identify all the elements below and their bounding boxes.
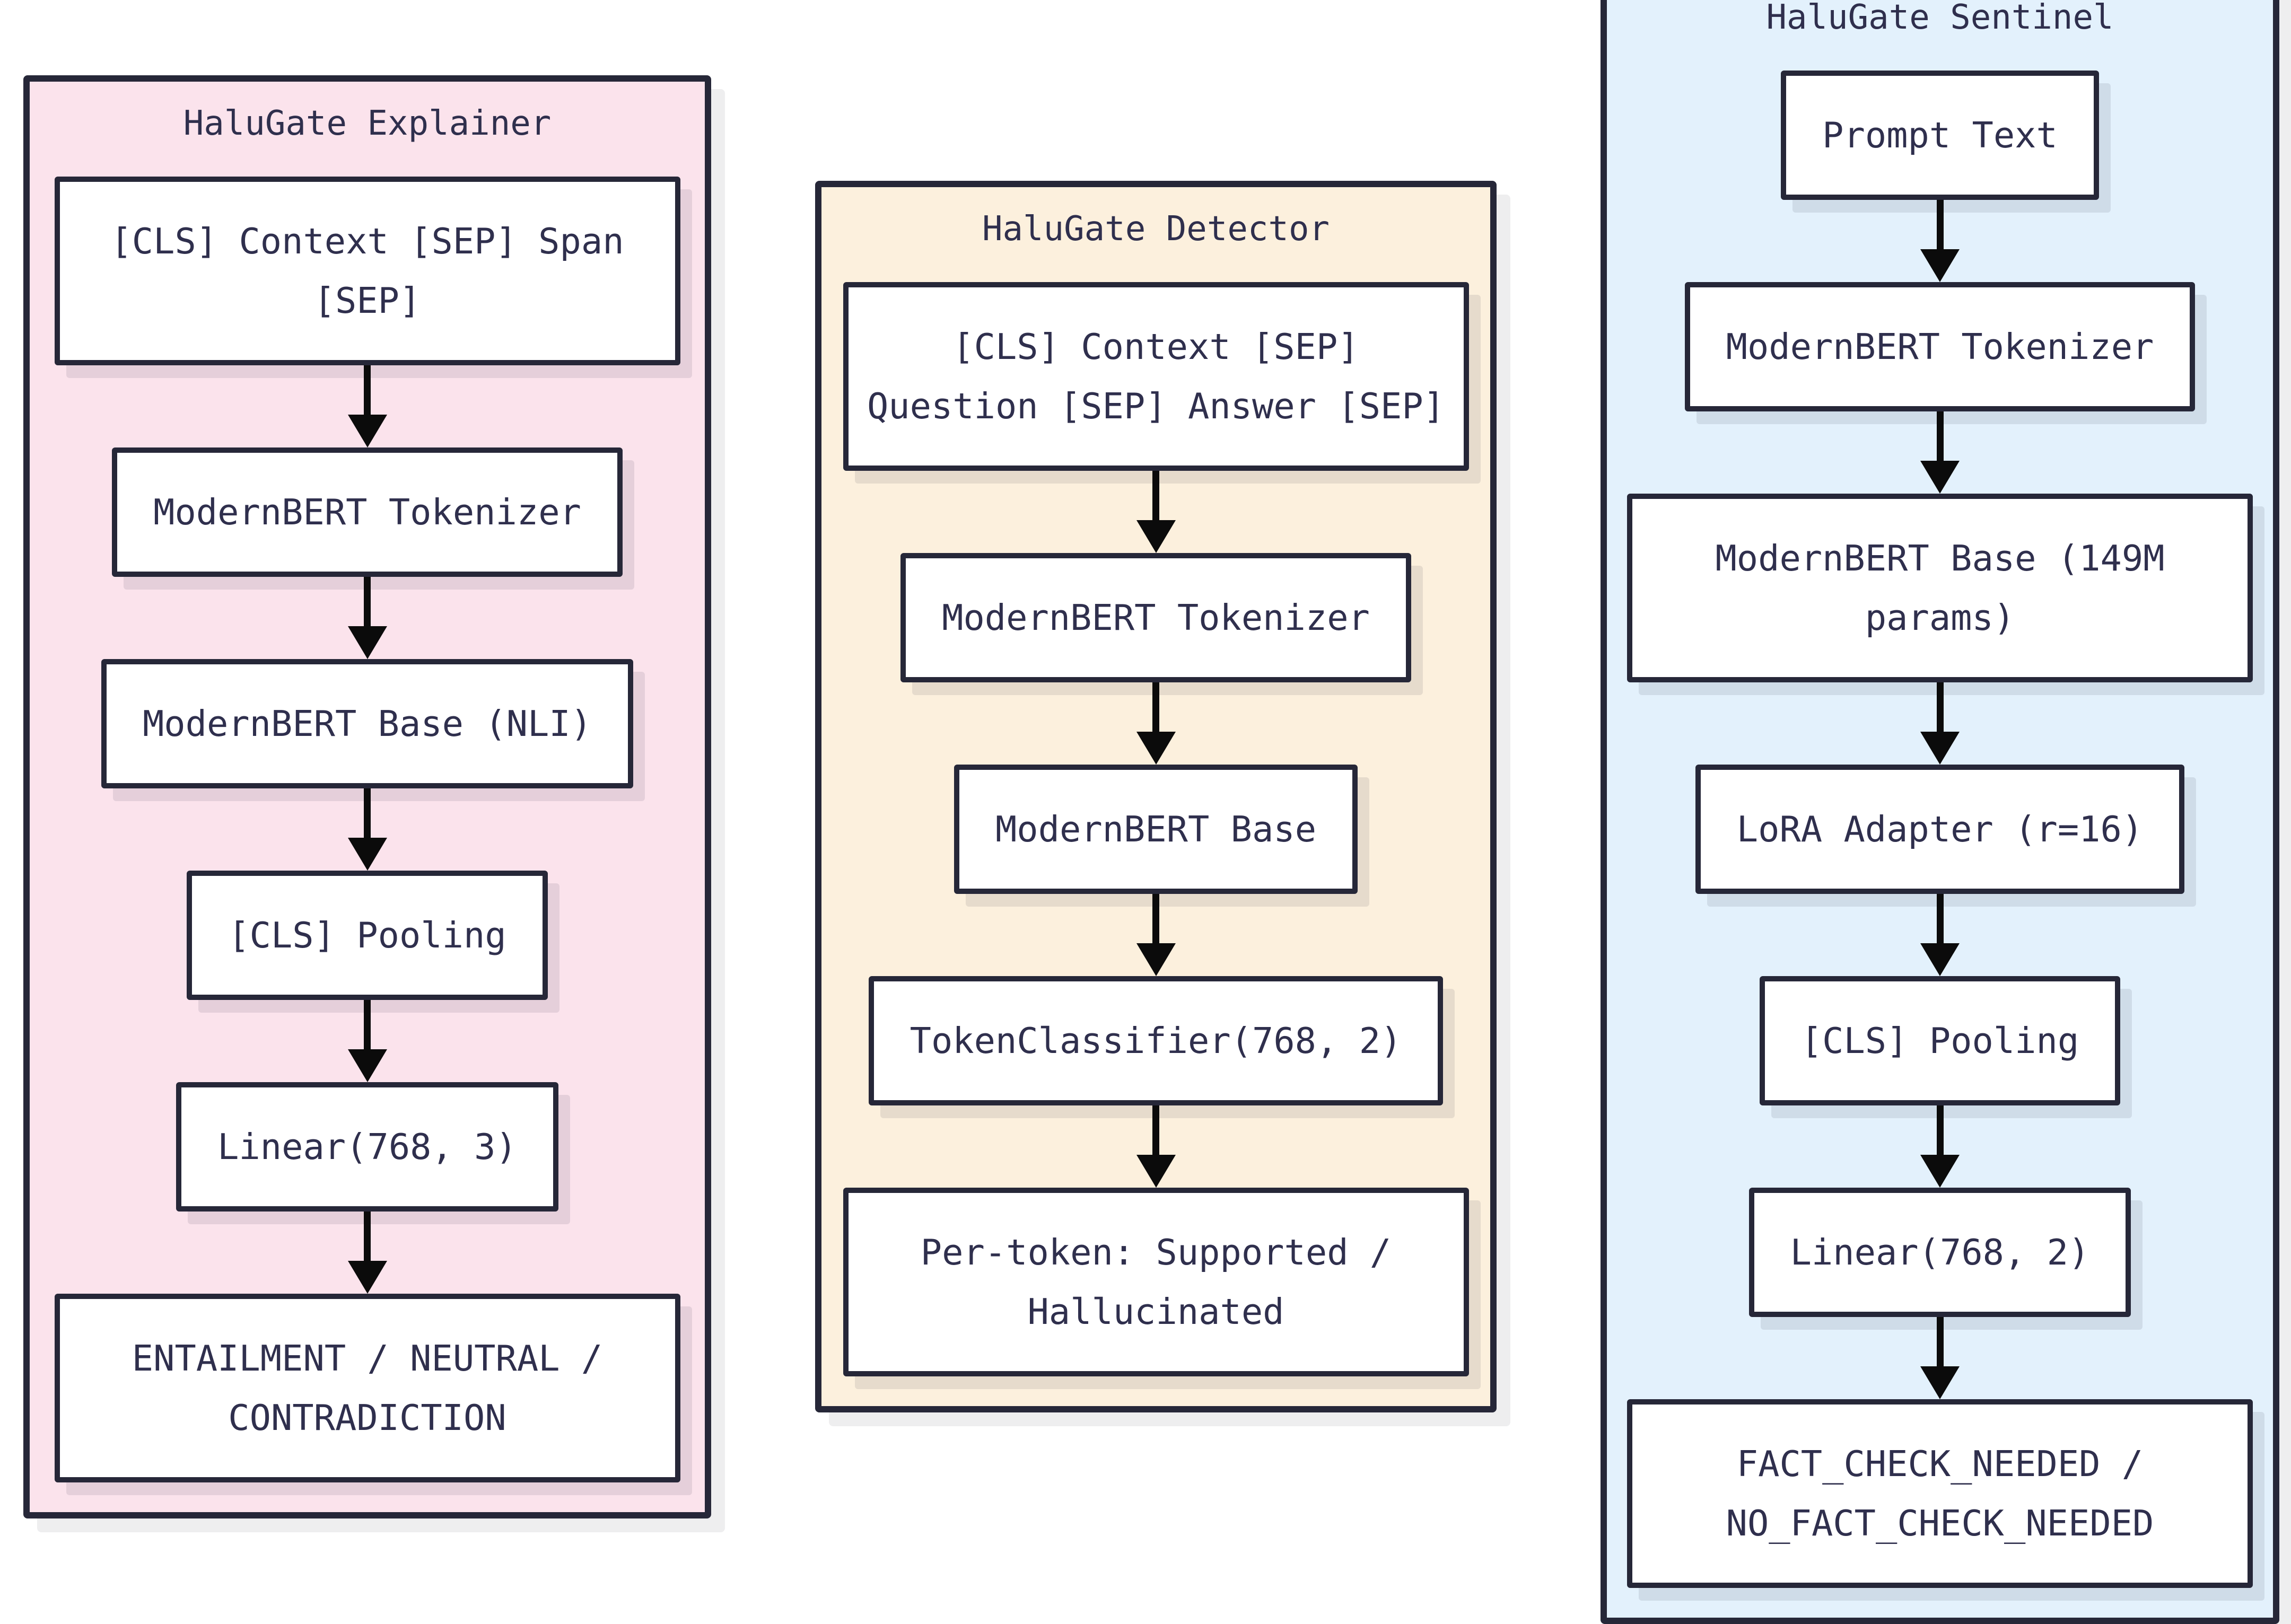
arrow-down-icon [1920,1317,1960,1399]
panel-title-detector: HaluGate Detector [982,205,1330,253]
arrow-down-icon [348,577,387,659]
sentinel-output-box: FACT_CHECK_NEEDED / NO_FACT_CHECK_NEEDED [1627,1399,2253,1588]
panel-halugate-explainer: HaluGate Explainer [CLS] Context [SEP] S… [23,75,711,1518]
detector-input-box: [CLS] Context [SEP] Question [SEP] Answe… [843,282,1469,471]
sentinel-tokenizer-box: ModernBERT Tokenizer [1685,282,2196,411]
arrow-down-icon [348,788,387,871]
sentinel-lora-adapter-box: LoRA Adapter (r=16) [1695,765,2184,894]
explainer-cls-pooling-box: [CLS] Pooling [187,871,547,1000]
arrow-down-icon [1920,411,1960,494]
explainer-output-box: ENTAILMENT / NEUTRAL / CONTRADICTION [55,1294,680,1482]
explainer-input-box: [CLS] Context [SEP] Span [SEP] [55,177,680,365]
panel-halugate-detector: HaluGate Detector [CLS] Context [SEP] Qu… [815,181,1497,1412]
panel-title-explainer: HaluGate Explainer [183,100,552,147]
arrow-down-icon [1136,894,1176,976]
explainer-linear-box: Linear(768, 3) [176,1082,558,1212]
panel-title-sentinel: HaluGate Sentinel [1766,0,2113,41]
sentinel-linear-box: Linear(768, 2) [1749,1188,2131,1317]
arrow-down-icon [348,1212,387,1294]
arrow-down-icon [1136,471,1176,553]
sentinel-cls-pooling-box: [CLS] Pooling [1760,976,2120,1105]
arrow-down-icon [1920,1105,1960,1188]
arrow-down-icon [1136,682,1176,765]
sentinel-base-149m-box: ModernBERT Base (149M params) [1627,494,2253,682]
panel-halugate-sentinel: HaluGate Sentinel Prompt Text ModernBERT… [1601,0,2279,1624]
arrow-down-icon [1136,1105,1176,1188]
arrow-down-icon [1920,682,1960,765]
arrow-down-icon [348,1000,387,1082]
arrow-down-icon [1920,200,1960,282]
arrow-down-icon [348,365,387,447]
sentinel-prompt-text-box: Prompt Text [1781,71,2099,200]
arrow-down-icon [1920,894,1960,976]
explainer-tokenizer-box: ModernBERT Tokenizer [112,447,623,577]
detector-tokenizer-box: ModernBERT Tokenizer [900,553,1411,682]
detector-output-box: Per-token: Supported / Hallucinated [843,1188,1469,1376]
detector-base-box: ModernBERT Base [954,765,1358,894]
explainer-base-nli-box: ModernBERT Base (NLI) [101,659,633,788]
detector-token-classifier-box: TokenClassifier(768, 2) [869,976,1444,1105]
